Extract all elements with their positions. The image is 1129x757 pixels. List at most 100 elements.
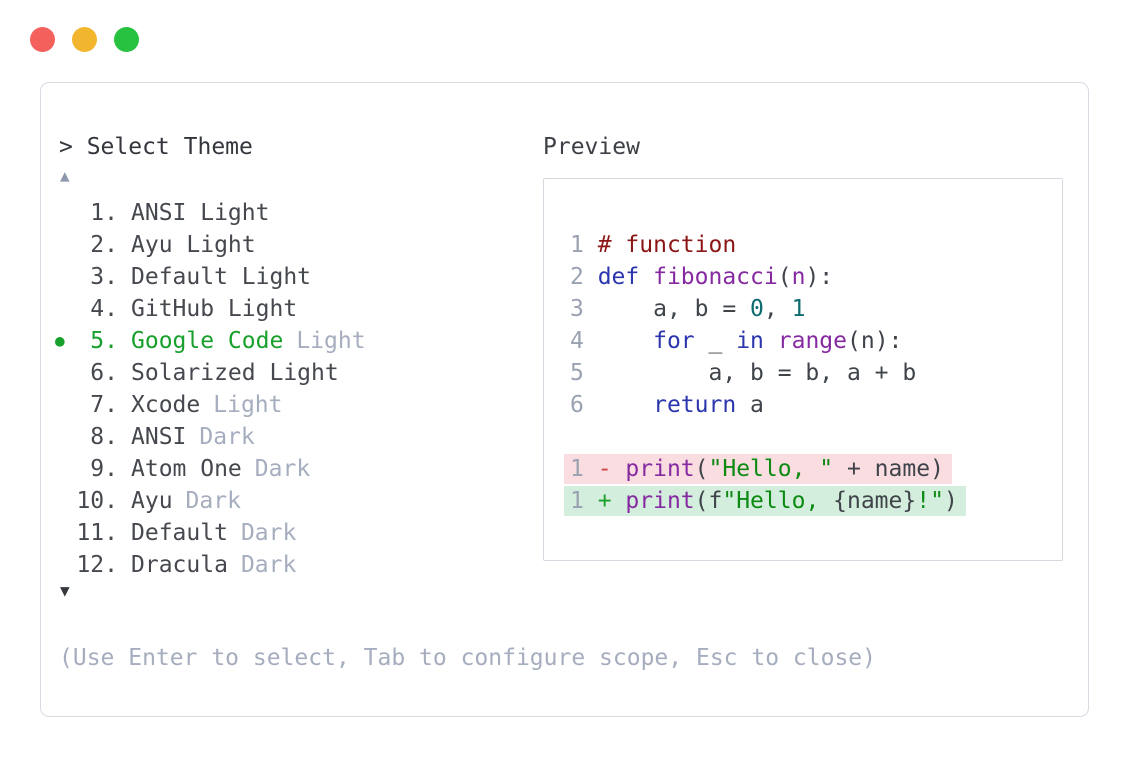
- code-token-plain: a, b =: [597, 296, 751, 322]
- theme-item-number: 5.: [90, 328, 118, 354]
- theme-item-number: 8.: [90, 424, 118, 450]
- code-token-plain: (n):: [847, 328, 903, 354]
- select-theme-prompt: > Select Theme: [59, 134, 253, 160]
- code-token-del: -: [597, 456, 626, 482]
- code-token-plain: [598, 328, 653, 354]
- code-token-title: range: [777, 328, 847, 354]
- code-line: 5 a, b = b, a + b: [570, 357, 1062, 389]
- code-token-comment: # function: [597, 232, 737, 258]
- code-line-content: 4 for _ in range(n):: [570, 326, 902, 356]
- code-token-plain: {name}: [833, 488, 917, 514]
- code-line: 4 for _ in range(n):: [570, 325, 1062, 357]
- theme-item-variant: Dark: [240, 552, 297, 578]
- theme-item-name: Solarized Light: [131, 360, 339, 386]
- theme-item-variant: Light: [213, 392, 283, 418]
- theme-item-name: Atom One: [131, 456, 242, 482]
- theme-list-item[interactable]: ●1.ANSI Light: [41, 197, 501, 229]
- code-token-plain: ): [943, 488, 958, 514]
- code-token-title: n: [791, 264, 806, 290]
- code-token-title: print: [625, 488, 695, 514]
- code-line: 1 # function: [570, 229, 1062, 261]
- theme-item-number: 10.: [76, 488, 118, 514]
- code-line-content: 5 a, b = b, a + b: [570, 358, 916, 388]
- code-token-keyword: for: [653, 328, 695, 354]
- theme-item-number: 7.: [90, 392, 118, 418]
- code-token-ln: 1: [570, 488, 598, 514]
- code-token-keyword: def: [597, 264, 654, 290]
- preview-label: Preview: [543, 134, 640, 160]
- scroll-down-icon[interactable]: ▼: [60, 581, 70, 600]
- theme-item-name: ANSI Light: [131, 200, 270, 226]
- theme-item-variant: Dark: [199, 424, 255, 450]
- code-token-ln: 5: [570, 360, 598, 386]
- theme-list: ●1.ANSI Light●2.Ayu Light●3.Default Ligh…: [41, 197, 501, 581]
- code-token-ln: 2: [570, 264, 598, 290]
- selected-bullet-icon: ●: [55, 331, 65, 350]
- code-token-ln: 1: [570, 232, 598, 258]
- theme-item-variant: Dark: [240, 520, 297, 546]
- theme-item-variant: Light: [296, 328, 366, 354]
- theme-item-number: 2.: [90, 232, 118, 258]
- code-token-plain: ,: [763, 296, 792, 322]
- keyboard-hint-footer: (Use Enter to select, Tab to configure s…: [59, 645, 876, 671]
- theme-item-variant: Dark: [254, 456, 311, 482]
- theme-item-name: Ayu Light: [131, 232, 256, 258]
- theme-item-number: 6.: [90, 360, 118, 386]
- code-token-plain: (: [777, 264, 792, 290]
- theme-list-item[interactable]: ● 5. Google Code Light: [41, 325, 501, 357]
- theme-item-number: 12.: [76, 552, 118, 578]
- theme-list-item[interactable]: ●3.Default Light: [41, 261, 501, 293]
- theme-item-number: 1.: [90, 200, 118, 226]
- code-token-ln: 1: [570, 456, 598, 482]
- code-token-number: 1: [791, 296, 806, 322]
- code-line: 6 return a: [570, 389, 1062, 421]
- minimize-window-button[interactable]: [72, 27, 97, 52]
- code-line: 2 def fibonacci(n):: [570, 261, 1062, 293]
- diff-code-line: 1 + print(f"Hello, {name}!"): [564, 485, 1062, 517]
- code-token-plain: [598, 392, 653, 418]
- theme-list-item[interactable]: ●2.Ayu Light: [41, 229, 501, 261]
- code-token-plain: [764, 328, 778, 354]
- code-line: [570, 421, 1062, 453]
- code-token-number: 0: [750, 296, 764, 322]
- code-token-ln: 6: [570, 392, 598, 418]
- code-token-plain: ):: [805, 264, 834, 290]
- code-token-title: print: [625, 456, 695, 482]
- theme-list-item[interactable]: ●4.GitHub Light: [41, 293, 501, 325]
- code-line-content: 2 def fibonacci(n):: [570, 262, 833, 292]
- theme-item-name: Dracula: [131, 552, 228, 578]
- theme-item-name: Default Light: [131, 264, 312, 290]
- scroll-up-icon[interactable]: ▲: [60, 166, 70, 185]
- theme-item-name: ANSI: [131, 424, 187, 450]
- code-token-string: "Hello,: [722, 488, 834, 514]
- code-token-ln: 4: [570, 328, 598, 354]
- close-window-button[interactable]: [30, 27, 55, 52]
- code-token-string: "Hello, ": [708, 456, 834, 482]
- theme-item-name: Google Code: [131, 328, 284, 354]
- zoom-window-button[interactable]: [114, 27, 139, 52]
- code-token-ln: 3: [570, 296, 598, 322]
- theme-item-name: Ayu: [131, 488, 173, 514]
- code-token-title: fibonacci: [653, 264, 778, 290]
- theme-selector-panel: > Select Theme Preview ▲ ●1.ANSI Light●2…: [40, 82, 1089, 717]
- theme-item-name: GitHub Light: [131, 296, 298, 322]
- code-token-plain: a, b = b, a + b: [597, 360, 917, 386]
- code-token-plain: a: [736, 392, 764, 418]
- diff-code-line: 1 - print("Hello, " + name): [564, 453, 1062, 485]
- code-token-add: +: [597, 488, 626, 514]
- theme-item-number: 4.: [90, 296, 118, 322]
- code-line-content: 6 return a: [570, 390, 764, 420]
- theme-list-item[interactable]: ●6.Solarized Light: [41, 357, 501, 389]
- theme-item-variant: Dark: [185, 488, 241, 514]
- theme-item-number: 3.: [90, 264, 118, 290]
- code-line-content: 1 + print(f"Hello, {name}!"): [564, 486, 966, 516]
- code-token-keyword: in: [736, 328, 764, 354]
